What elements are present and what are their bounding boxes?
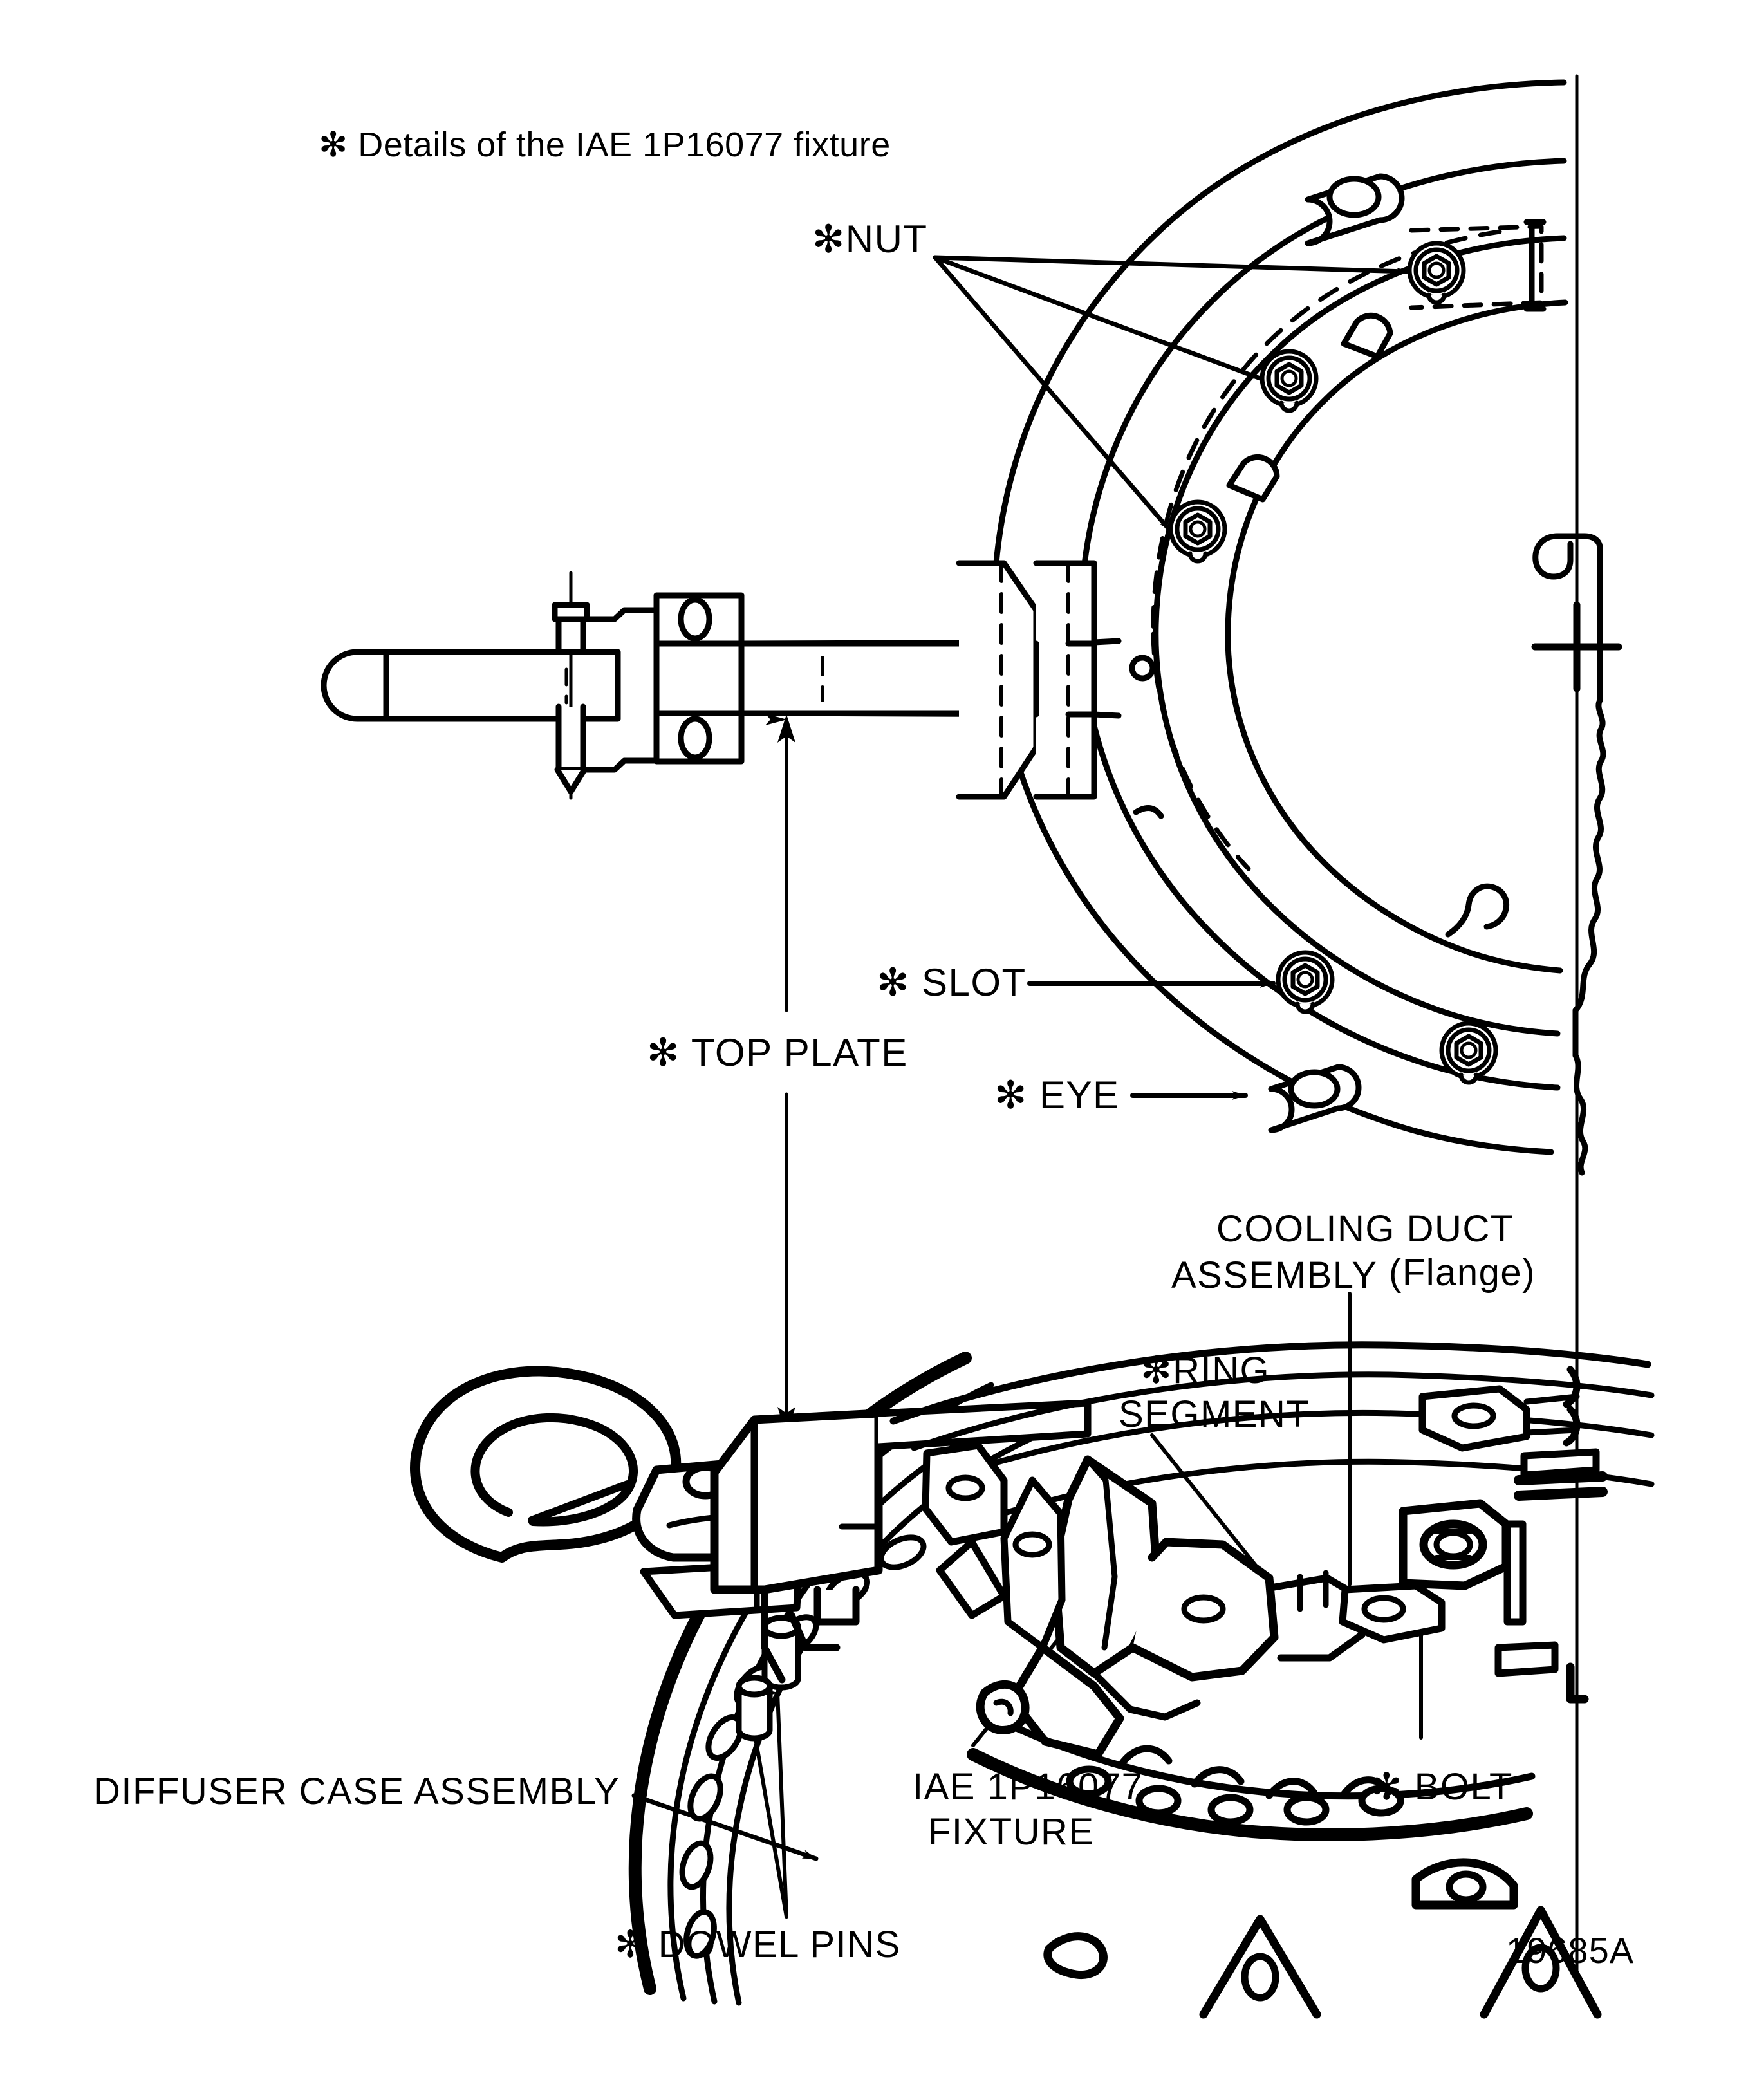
top-plate-label: ✻ TOP PLATE bbox=[647, 1031, 908, 1074]
fixture-label-line1: IAE 1P16077 bbox=[913, 1766, 1144, 1808]
ring-segment-label-line1: ✻RING bbox=[1140, 1350, 1270, 1391]
eye-feature bbox=[1268, 1064, 1362, 1133]
cooling-duct-label-line1: COOLING DUCT bbox=[1216, 1208, 1514, 1250]
fixture-label-line2: FIXTURE bbox=[928, 1811, 1095, 1853]
eye-feature bbox=[1305, 173, 1405, 246]
nut-leader bbox=[933, 255, 1409, 532]
nut-head bbox=[1171, 502, 1225, 561]
detail-note: ✻ Details of the IAE 1P16077 fixture bbox=[319, 125, 891, 164]
eye-label: ✻ EYE bbox=[994, 1073, 1120, 1117]
ring-segment-label-line2: SEGMENT bbox=[1119, 1393, 1310, 1435]
dowel-pin bbox=[736, 1675, 773, 1742]
fixture-arm bbox=[321, 560, 1122, 800]
cooling-duct-flange bbox=[1000, 1455, 1366, 1759]
top-plate-leader bbox=[765, 714, 795, 1435]
diffuser-case-assembly bbox=[410, 1341, 1655, 2019]
bolt-label: ✻ BOLT bbox=[1371, 1766, 1513, 1808]
bolt-boss bbox=[1339, 1499, 1511, 1644]
nut-head bbox=[1278, 952, 1332, 1012]
diffuser-leader bbox=[631, 1793, 819, 1861]
cooling-duct-label-line2: ASSEMBLY bbox=[1171, 1254, 1378, 1296]
nut-head bbox=[1409, 243, 1464, 302]
diffuser-case-label: DIFFUSER CASE ASSEMBLY bbox=[93, 1770, 620, 1812]
lifting-eye-hook bbox=[410, 1366, 802, 1619]
dowel-leader bbox=[732, 1687, 788, 1919]
nut-head bbox=[1262, 351, 1316, 411]
nut-label: ✻NUT bbox=[812, 218, 928, 261]
figure-number: 19685A bbox=[1506, 1930, 1635, 1971]
slot-label: ✻ SLOT bbox=[877, 961, 1027, 1004]
ring-segment-leader bbox=[1150, 1433, 1267, 1579]
cooling-duct-flange-note: (Flange) bbox=[1389, 1252, 1536, 1294]
centerline bbox=[1531, 74, 1622, 1997]
dowel-pins-label: ✻ DOWEL PINS bbox=[615, 1924, 901, 1965]
